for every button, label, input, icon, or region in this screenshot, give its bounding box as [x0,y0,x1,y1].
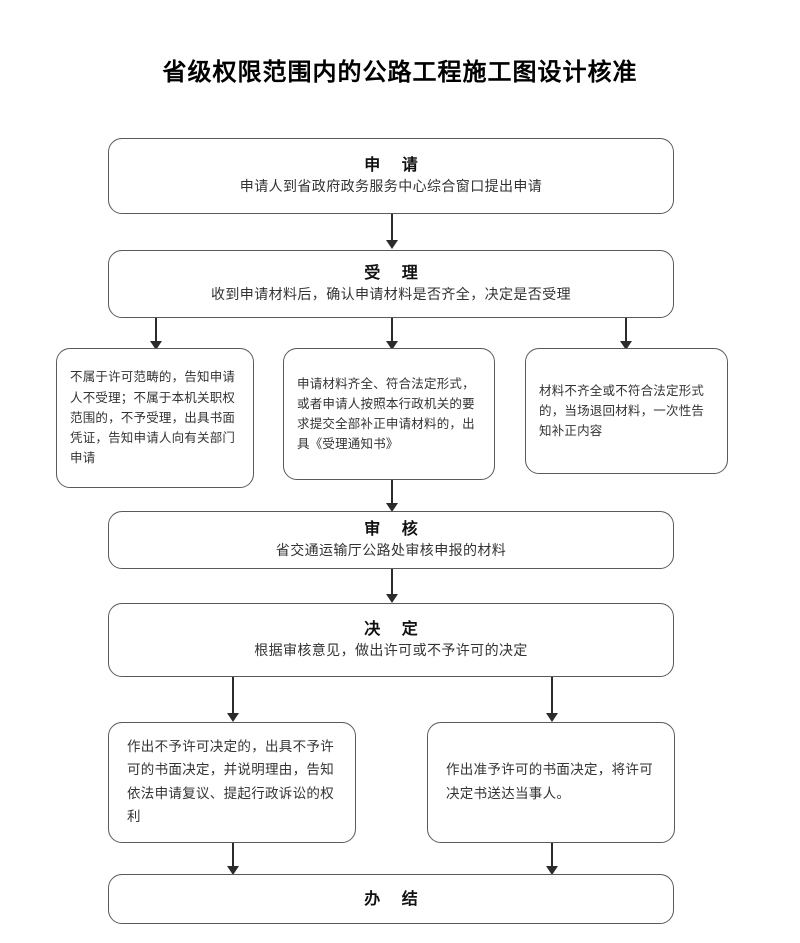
node-branch-complete[interactable]: 申请材料齐全、符合法定形式，或者申请人按照本行政机关的要求提交全部补正申请材料的… [283,348,495,480]
node-outcome-deny[interactable]: 作出不予许可决定的，出具不予许可的书面决定，并说明理由，告知依法申请复议、提起行… [108,722,356,843]
edge-deny-finish-line [232,843,234,870]
node-branch-incomplete[interactable]: 材料不齐全或不符合法定形式的，当场退回材料，一次性告知补正内容 [525,348,728,474]
edge-decide-grant-line [551,677,553,717]
node-branch-incomplete-body: 材料不齐全或不符合法定形式的，当场退回材料，一次性告知补正内容 [539,382,705,439]
node-apply-body: 申请人到省政府政务服务中心综合窗口提出申请 [239,179,543,196]
node-finish-heading: 办 结 [364,889,426,908]
node-apply-heading: 申 请 [364,155,426,175]
edge-branch-review-line [391,480,393,507]
node-outcome-grant[interactable]: 作出准予许可的书面决定，将许可决定书送达当事人。 [427,722,675,843]
node-decide[interactable]: 决 定 根据审核意见，做出许可或不予许可的决定 [108,603,674,677]
node-decide-heading: 决 定 [364,619,426,639]
node-finish[interactable]: 办 结 [108,874,674,924]
edge-accept-right-arrowhead [620,341,632,350]
node-review-heading: 审 核 [364,519,426,539]
node-decide-body: 根据审核意见，做出许可或不予许可的决定 [254,643,528,660]
page-title: 省级权限范围内的公路工程施工图设计核准 [162,58,638,86]
node-review[interactable]: 审 核 省交通运输厅公路处审核申报的材料 [108,511,674,569]
node-review-body: 省交通运输厅公路处审核申报的材料 [275,543,507,560]
edge-review-decide-line [391,569,393,598]
edge-accept-mid-line [391,318,393,345]
node-accept-body: 收到申请材料后，确认申请材料是否齐全，决定是否受理 [211,287,571,304]
edge-accept-left-line [155,318,157,345]
node-branch-complete-body: 申请材料齐全、符合法定形式，或者申请人按照本行政机关的要求提交全部补正申请材料的… [297,375,475,452]
node-accept-heading: 受 理 [364,263,426,283]
edge-deny-finish-arrowhead [227,866,239,875]
edge-apply-accept-line [391,214,393,244]
node-branch-not-scope[interactable]: 不属于许可范畴的，告知申请人不受理；不属于本机关职权范围的，不予受理，出具书面凭… [56,348,254,488]
edge-decide-deny-arrowhead [227,713,239,722]
edge-accept-right-line [625,318,627,345]
node-accept[interactable]: 受 理 收到申请材料后，确认申请材料是否齐全，决定是否受理 [108,250,674,318]
node-outcome-grant-body: 作出准予许可的书面决定，将许可决定书送达当事人。 [446,762,653,802]
edge-decide-grant-arrowhead [546,713,558,722]
edge-accept-left-arrowhead [150,341,162,350]
node-outcome-deny-body: 作出不予许可决定的，出具不予许可的书面决定，并说明理由，告知依法申请复议、提起行… [127,739,334,825]
edge-decide-deny-line [232,677,234,717]
edge-apply-accept-arrowhead [386,240,398,249]
edge-review-decide-arrowhead [386,594,398,603]
edge-branch-review-arrowhead [386,503,398,512]
edge-grant-finish-arrowhead [546,866,558,875]
edge-grant-finish-line [551,843,553,870]
node-branch-not-scope-body: 不属于许可范畴的，告知申请人不受理；不属于本机关职权范围的，不予受理，出具书面凭… [70,369,236,466]
node-apply[interactable]: 申 请 申请人到省政府政务服务中心综合窗口提出申请 [108,138,674,214]
edge-accept-mid-arrowhead [386,341,398,350]
